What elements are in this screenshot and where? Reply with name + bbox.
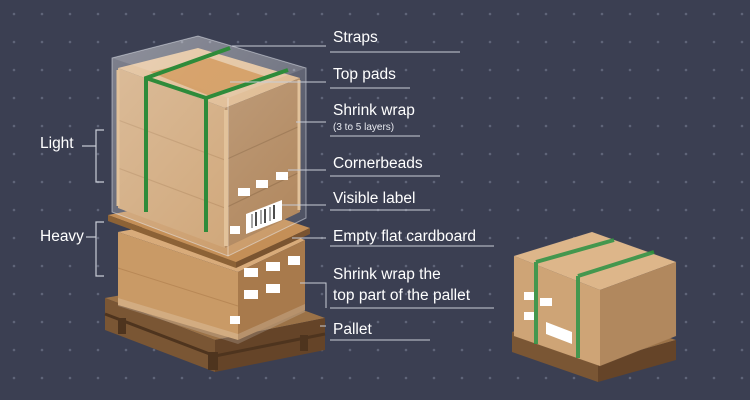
label-shrink-wrap: Shrink wrap <box>333 102 415 119</box>
label-pallet: Pallet <box>333 321 372 338</box>
label-shrink-wrap-note: (3 to 5 layers) <box>333 122 395 133</box>
label-shrink-wrap-top-line2: top part of the pallet <box>333 287 471 304</box>
leader-lines <box>230 45 494 341</box>
label-visible-label: Visible label <box>333 190 416 207</box>
heavy-bracket <box>86 221 104 277</box>
label-empty-flat-cardboard: Empty flat cardboard <box>333 228 477 245</box>
cornerbead-icon <box>116 70 301 246</box>
main-pallet-stack <box>104 35 326 372</box>
side-label-heavy: Heavy <box>40 228 84 245</box>
label-straps: Straps <box>333 29 378 46</box>
label-shrink-wrap-top-line1: Shrink wrap the <box>333 266 441 283</box>
light-bracket <box>82 129 104 183</box>
side-label-light: Light <box>40 135 74 152</box>
label-cornerbeads: Cornerbeads <box>333 155 423 172</box>
finished-pallet-icon <box>512 232 676 382</box>
strap-icon <box>144 46 289 232</box>
label-top-pads: Top pads <box>333 66 396 83</box>
